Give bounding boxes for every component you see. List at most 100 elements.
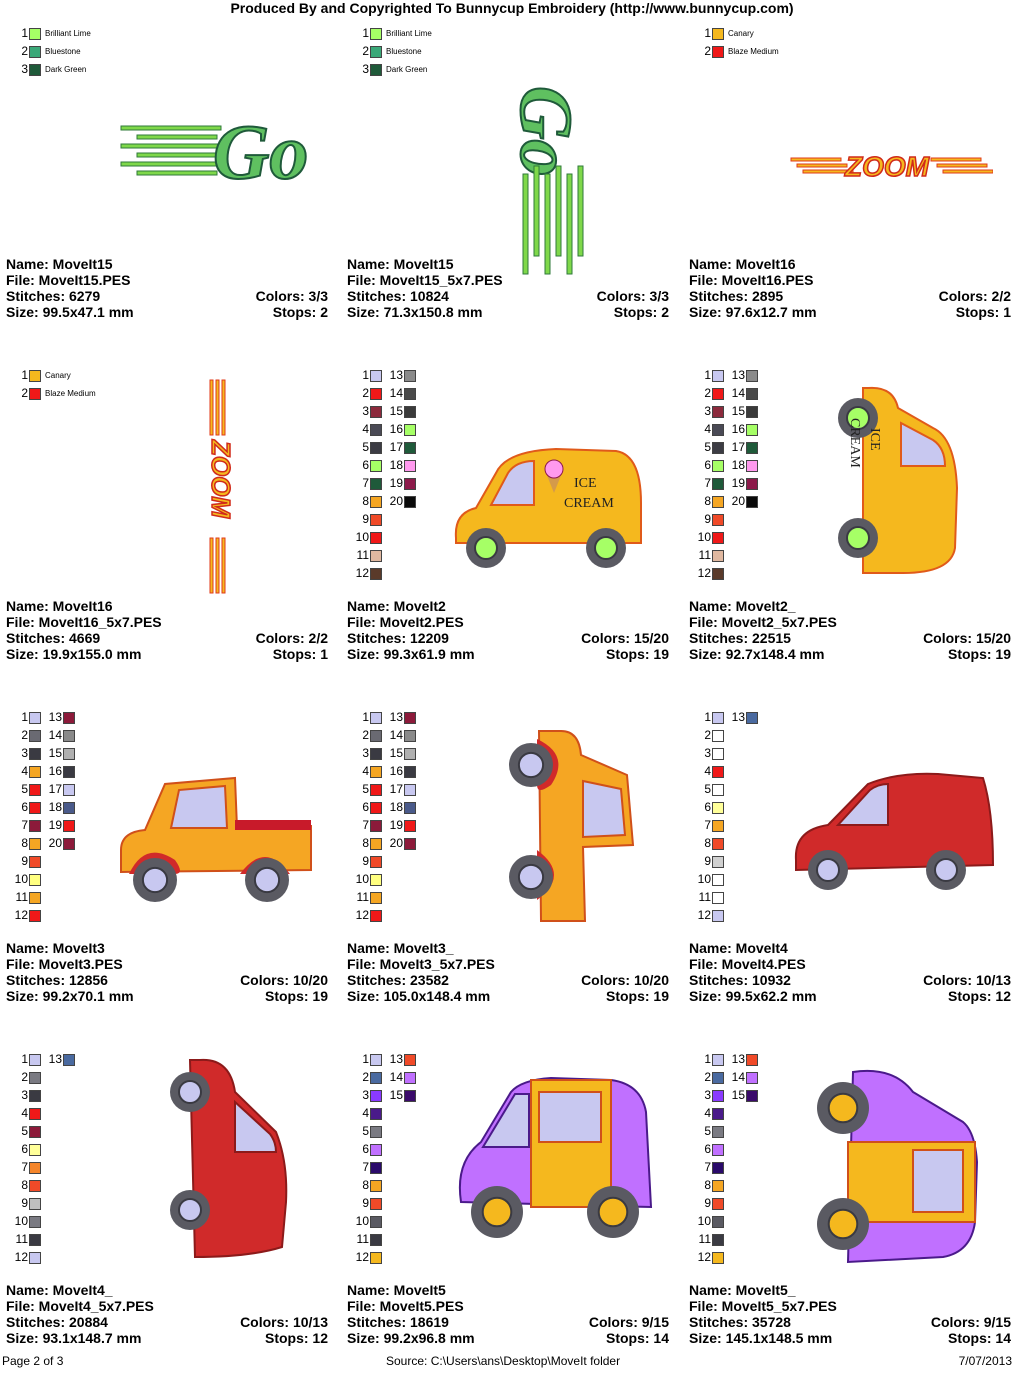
- swatch-number: 14: [48, 728, 62, 742]
- design-name: Name: MoveIt4: [689, 940, 788, 956]
- swatch-color-box: [404, 748, 416, 760]
- design-file: File: MoveIt2.PES: [347, 614, 464, 630]
- swatch-color-box: [29, 838, 41, 850]
- swatch-number: 7: [362, 818, 369, 832]
- swatch-number: 14: [389, 386, 403, 400]
- swatch-color-box: [712, 838, 724, 850]
- design-size: Size: 145.1x148.5 mm: [689, 1330, 833, 1346]
- color-count: Colors: 3/3: [596, 288, 669, 304]
- swatch-number: 6: [362, 1142, 369, 1156]
- design-size: Size: 105.0x148.4 mm: [347, 988, 491, 1004]
- swatch-color-box: [370, 1234, 382, 1246]
- swatch-color-box: [746, 388, 758, 400]
- swatch-color-box: [29, 730, 41, 742]
- swatch-number: 13: [48, 710, 62, 724]
- swatch-number: 5: [362, 782, 369, 796]
- swatch-number: 9: [21, 1196, 28, 1210]
- design-name: Name: MoveIt2_: [689, 598, 796, 614]
- color-count: Colors: 15/20: [923, 630, 1011, 646]
- swatch-color-box: [370, 748, 382, 760]
- swatch-number: 1: [21, 368, 28, 382]
- swatch-color-box: [29, 1072, 41, 1084]
- design-file: File: MoveIt15_5x7.PES: [347, 272, 503, 288]
- design-name: Name: MoveIt3: [6, 940, 105, 956]
- swatch-number: 17: [389, 440, 403, 454]
- swatch-color-box: [370, 406, 382, 418]
- swatch-number: 1: [704, 368, 711, 382]
- stitch-count: Stitches: 2895: [689, 288, 784, 304]
- swatch-number: 18: [731, 458, 745, 472]
- swatch-color-box: [370, 730, 382, 742]
- swatch-color-box: [712, 820, 724, 832]
- design-artwork: [150, 1052, 300, 1277]
- swatch-color-box: [370, 388, 382, 400]
- stop-count: Stops: 19: [605, 988, 669, 1004]
- design-size: Size: 99.5x47.1 mm: [6, 304, 134, 320]
- design-name: Name: MoveIt5: [347, 1282, 446, 1298]
- swatch-number: 5: [21, 782, 28, 796]
- svg-text:CREAM: CREAM: [847, 418, 862, 468]
- swatch-color-box: [404, 388, 416, 400]
- swatch-number: 12: [14, 1250, 28, 1264]
- swatch-color-box: [746, 496, 758, 508]
- design-size: Size: 99.2x96.8 mm: [347, 1330, 475, 1346]
- swatch-color-box: [712, 910, 724, 922]
- design-file: File: MoveIt4.PES: [689, 956, 806, 972]
- swatch-number: 12: [697, 1250, 711, 1264]
- swatch-number: 11: [15, 890, 28, 904]
- stitch-count: Stitches: 6279: [6, 288, 101, 304]
- swatch-color-box: [370, 1144, 382, 1156]
- design-size: Size: 99.3x61.9 mm: [347, 646, 475, 662]
- swatch-color-box: [29, 46, 41, 58]
- design-name: Name: MoveIt16: [6, 598, 113, 614]
- stop-count: Stops: 2: [613, 304, 669, 320]
- swatch-color-box: [370, 910, 382, 922]
- design-file: File: MoveIt3_5x7.PES: [347, 956, 495, 972]
- swatch-number: 6: [362, 800, 369, 814]
- swatch-number: 3: [704, 404, 711, 418]
- swatch-number: 16: [48, 764, 62, 778]
- thread-name: Blaze Medium: [728, 47, 779, 56]
- swatch-color-box: [29, 712, 41, 724]
- swatch-number: 14: [731, 1070, 745, 1084]
- stop-count: Stops: 12: [947, 988, 1011, 1004]
- swatch-number: 1: [704, 1052, 711, 1066]
- swatch-number: 6: [704, 458, 711, 472]
- swatch-color-box: [29, 766, 41, 778]
- design-file: File: MoveIt5_5x7.PES: [689, 1298, 837, 1314]
- swatch-number: 1: [21, 26, 28, 40]
- swatch-color-box: [746, 424, 758, 436]
- swatch-color-box: [746, 442, 758, 454]
- swatch-color-box: [712, 28, 724, 40]
- page-footer: Page 2 of 3 Source: C:\Users\ans\Desktop…: [0, 1354, 1024, 1370]
- swatch-number: 12: [697, 566, 711, 580]
- swatch-number: 8: [21, 836, 28, 850]
- design-artwork: [451, 1072, 661, 1257]
- swatch-color-box: [370, 784, 382, 796]
- swatch-number: 5: [21, 1124, 28, 1138]
- color-count: Colors: 3/3: [255, 288, 328, 304]
- swatch-color-box: [29, 1144, 41, 1156]
- stitch-count: Stitches: 10824: [347, 288, 449, 304]
- swatch-color-box: [370, 370, 382, 382]
- thread-name: Blaze Medium: [45, 389, 96, 398]
- swatch-number: 6: [704, 1142, 711, 1156]
- swatch-number: 13: [389, 710, 403, 724]
- swatch-number: 5: [362, 440, 369, 454]
- swatch-color-box: [370, 64, 382, 76]
- swatch-color-box: [29, 370, 41, 382]
- stitch-count: Stitches: 4669: [6, 630, 101, 646]
- design-artwork: [783, 1057, 993, 1282]
- swatch-color-box: [712, 1090, 724, 1102]
